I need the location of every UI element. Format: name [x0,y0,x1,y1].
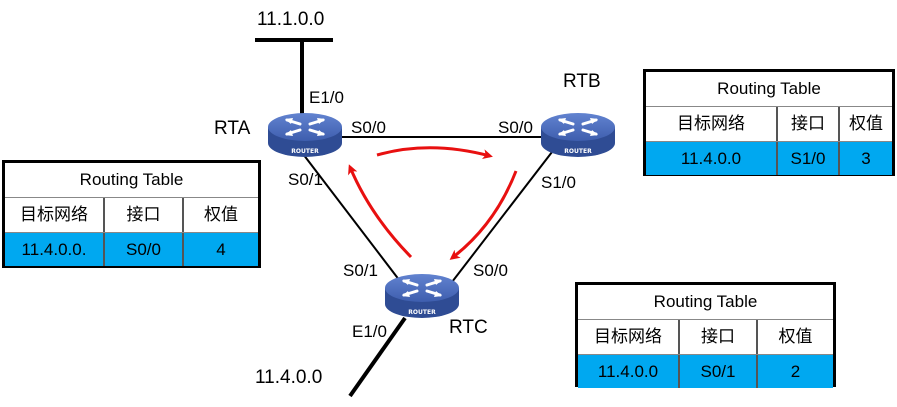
routing-table-row: 11.4.0.0 S1/0 3 [646,142,892,175]
routing-table-title: Routing Table [5,163,258,198]
router-icon: ROUTER [268,113,342,157]
header-metric: 权值 [838,107,892,141]
header-metric: 权值 [756,320,833,354]
router-icon: ROUTER [385,274,459,318]
header-destination: 目标网络 [20,205,88,224]
routing-table-rta: Routing Table 目标网络 接口 权值 11.4.0.0. S0/0 … [2,160,261,268]
header-metric: 权值 [182,198,258,232]
header-destination: 目标网络 [677,114,745,133]
interface-label-rta-e10: E1/0 [309,88,344,107]
router-name-rta: RTA [214,118,251,139]
routing-table-header-row: 目标网络 接口 权值 [578,320,833,355]
interface-label-rta-s00: S0/0 [351,118,386,137]
link-rtb-rtc [451,151,553,283]
link-rtc-e10 [348,316,407,398]
network-label-top: 11.1.0.0 [257,9,325,30]
cell-destination: 11.4.0.0. [21,240,87,259]
router-name-rtb: RTB [563,71,601,92]
arrow-rtb-to-rtc [449,170,518,260]
routing-table-header-row: 目标网络 接口 权值 [646,107,892,142]
cell-metric: 2 [756,355,833,388]
router-icon: ROUTER [541,113,615,157]
arrow-rta-to-rtb [376,146,493,160]
interface-label-rtc-s01: S0/1 [343,261,378,280]
cell-metric: 3 [838,142,892,175]
cell-metric: 4 [182,233,258,266]
network-label-bottom: 11.4.0.0 [255,367,323,388]
interface-label-rtc-e10: E1/0 [352,322,387,341]
routing-table-title: Routing Table [646,72,892,107]
routing-table-row: 11.4.0.0 S0/1 2 [578,355,833,388]
header-interface: 接口 [678,320,756,354]
router-rta[interactable]: ROUTER [268,113,342,157]
cell-interface: S1/0 [776,142,838,175]
cell-destination: 11.4.0.0 [680,149,742,168]
interface-label-rta-s01: S0/1 [288,170,323,189]
router-rtc[interactable]: ROUTER [385,274,459,318]
routing-table-title: Routing Table [578,285,833,320]
arrow-rtc-to-rta [348,164,413,259]
router-badge: ROUTER [564,148,592,155]
routing-table-rtc: Routing Table 目标网络 接口 权值 11.4.0.0 S0/1 2 [575,282,836,388]
routing-table-header-row: 目标网络 接口 权值 [5,198,258,233]
cell-interface: S0/1 [678,355,756,388]
router-name-rtc: RTC [449,317,488,338]
cell-destination: 11.4.0.0 [597,362,659,381]
cell-interface: S0/0 [103,233,182,266]
routing-table-row: 11.4.0.0. S0/0 4 [5,233,258,266]
router-badge: ROUTER [291,148,319,155]
interface-label-rtb-s00: S0/0 [498,118,533,137]
router-badge: ROUTER [408,309,436,316]
interface-label-rtb-s10: S1/0 [541,173,576,192]
header-interface: 接口 [776,107,838,141]
interface-label-rtc-s00: S0/0 [473,261,508,280]
header-destination: 目标网络 [594,327,662,346]
routing-table-rtb: Routing Table 目标网络 接口 权值 11.4.0.0 S1/0 3 [643,69,895,176]
header-interface: 接口 [103,198,182,232]
router-rtb[interactable]: ROUTER [541,113,615,157]
link-rta-rtc [299,149,404,286]
